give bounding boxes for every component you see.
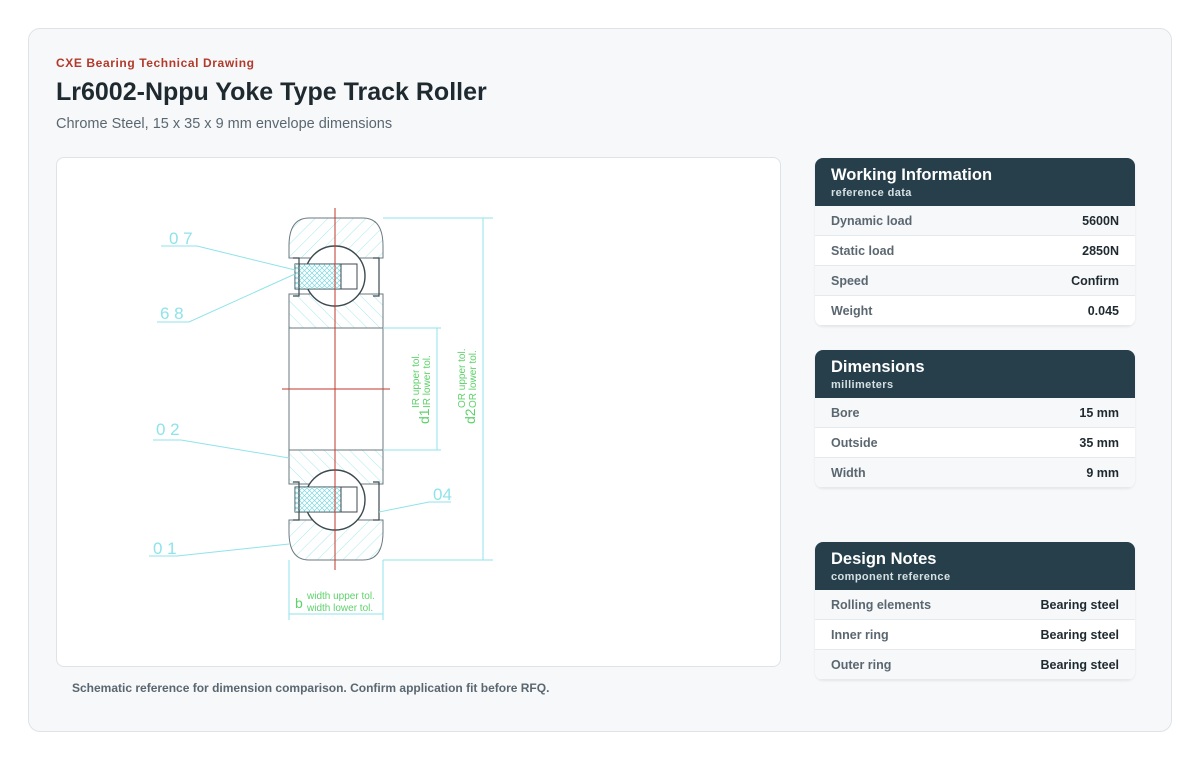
panel-subtitle: millimeters (831, 379, 894, 391)
page-subtitle: Chrome Steel, 15 x 35 x 9 mm envelope di… (56, 116, 393, 132)
eyebrow-label: CXE Bearing Technical Drawing (56, 56, 255, 70)
svg-text:OR lower tol.: OR lower tol. (468, 350, 479, 408)
callout-02: 0 2 (156, 420, 180, 439)
svg-text:width upper tol.: width upper tol. (306, 591, 375, 602)
svg-text:width lower tol.: width lower tol. (306, 603, 373, 614)
drawing-caption: Schematic reference for dimension compar… (72, 681, 550, 695)
outer-ring-upper (288, 217, 384, 259)
b-dimension-label: b width upper tol. width lower tol. (295, 591, 375, 614)
dimension-lines (149, 217, 493, 620)
panel-header: Working Information reference data (815, 158, 1135, 206)
bearing-drawing-svg: 0 7 6 8 0 2 0 1 04 d1 IR upper tol. IR l… (149, 208, 493, 620)
svg-text:IR lower tol.: IR lower tol. (422, 355, 433, 408)
d2-dimension-label: d2 OR upper tol. OR lower tol. (457, 349, 479, 424)
seal-upper-right (373, 257, 380, 297)
callout-04: 04 (433, 485, 452, 504)
page-title: Lr6002-Nppu Yoke Type Track Roller (56, 78, 487, 106)
callout-labels: 0 7 6 8 0 2 0 1 04 (153, 229, 452, 558)
d1-dimension-label: d1 IR upper tol. IR lower tol. (411, 354, 433, 424)
panel-title: Design Notes (831, 550, 937, 568)
design-notes-panel: Design Notes component reference Rolling… (815, 542, 1135, 680)
panel-subtitle: component reference (831, 571, 951, 583)
svg-text:OR upper tol.: OR upper tol. (457, 349, 468, 408)
panel-title: Dimensions (831, 358, 925, 376)
callout-01: 0 1 (153, 539, 177, 558)
panel-title: Working Information (831, 166, 993, 184)
panel-header: Dimensions millimeters (815, 350, 1135, 398)
seal-lower-left (293, 481, 300, 521)
seal-lower-right (373, 481, 380, 521)
inner-ring-lower (288, 449, 384, 485)
panel-subtitle: reference data (831, 187, 912, 199)
bearing-section (282, 208, 390, 570)
technical-drawing: 0 7 6 8 0 2 0 1 04 d1 IR upper tol. IR l… (56, 157, 781, 667)
working-information-panel: Working Information reference data Dynam… (815, 158, 1135, 326)
svg-text:IR upper tol.: IR upper tol. (411, 354, 422, 408)
panel-header: Design Notes component reference (815, 542, 1135, 590)
svg-text:d1: d1 (416, 408, 432, 424)
svg-text:b: b (295, 595, 303, 611)
seal-upper-left (293, 257, 300, 297)
svg-text:d2: d2 (462, 408, 478, 424)
outer-ring-lower (288, 519, 384, 561)
callout-07: 0 7 (169, 229, 193, 248)
callout-68: 6 8 (160, 304, 184, 323)
